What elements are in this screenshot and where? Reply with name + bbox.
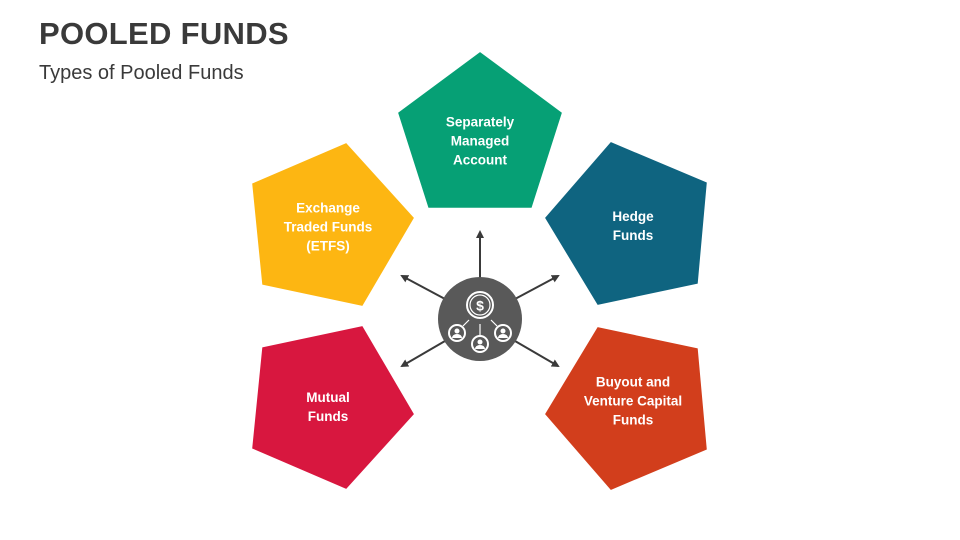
svg-text:$: $ bbox=[476, 298, 484, 314]
dollar-coin-icon bbox=[466, 291, 494, 319]
person-icon bbox=[448, 324, 466, 342]
pentagon-mutual-funds bbox=[252, 326, 414, 489]
arrow-upper-right bbox=[514, 275, 560, 300]
label-mutual-funds: Mutual Funds bbox=[306, 390, 350, 424]
pentagon-buyout-venture bbox=[545, 327, 707, 490]
arrow-upper-left bbox=[400, 275, 446, 300]
pooled-money-people-icon: $ bbox=[438, 277, 522, 361]
page-title: POOLED FUNDS bbox=[39, 16, 289, 51]
arrow-lower-right bbox=[514, 340, 560, 368]
arrows bbox=[400, 230, 560, 368]
page-subtitle: Types of Pooled Funds bbox=[39, 62, 244, 84]
pentagon-hedge-funds bbox=[545, 142, 707, 305]
label-hedge-funds: Hedge Funds bbox=[612, 209, 654, 243]
label-etfs: Exchange Traded Funds (ETFS) bbox=[283, 200, 373, 254]
pentagon-separately-managed bbox=[398, 52, 562, 208]
person-icon bbox=[494, 324, 512, 342]
arrow-lower-left bbox=[400, 340, 446, 368]
label-separately-managed: Separately Managed Account bbox=[445, 114, 515, 168]
person-icon bbox=[471, 335, 489, 353]
pentagon-etfs bbox=[252, 143, 414, 306]
label-buyout-venture: Buyout and Venture Capital Funds bbox=[583, 374, 683, 428]
